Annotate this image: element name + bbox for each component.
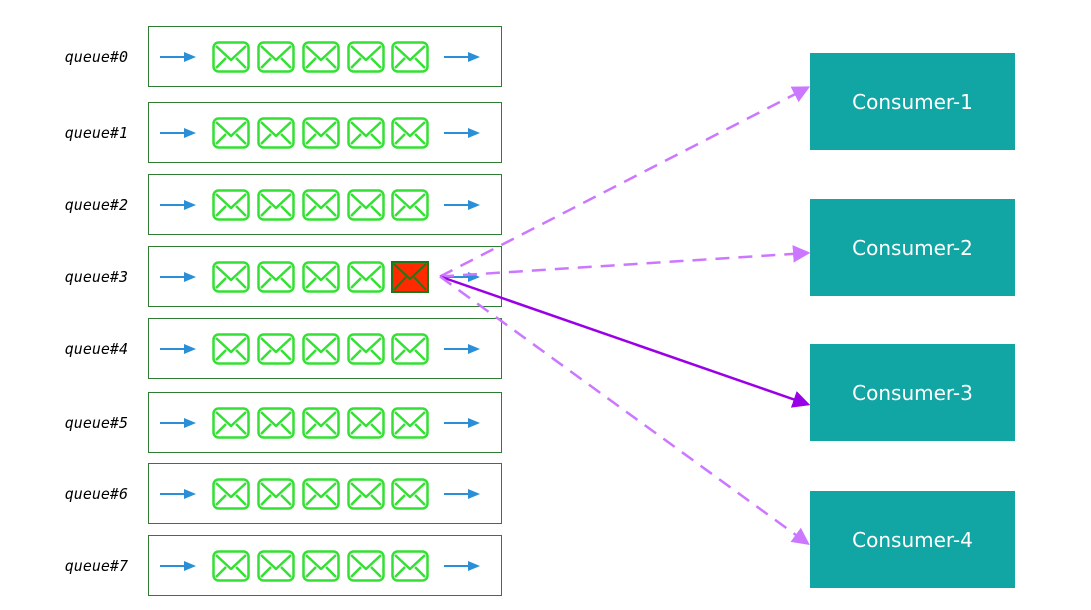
queue-label: queue#1 bbox=[64, 123, 128, 142]
arrow-right-icon bbox=[160, 127, 196, 138]
consumer-box: Consumer-1 bbox=[810, 53, 1015, 150]
arrow-right-icon bbox=[160, 343, 196, 354]
queue-label: queue#2 bbox=[64, 195, 128, 214]
dashed-link-arrow bbox=[439, 275, 810, 546]
envelope-icon bbox=[302, 332, 340, 365]
arrow-right-icon bbox=[160, 271, 196, 282]
queue-label: queue#6 bbox=[64, 484, 128, 503]
envelope-icon bbox=[302, 188, 340, 221]
envelope-icon bbox=[347, 40, 385, 73]
envelope-icon bbox=[302, 477, 340, 510]
envelope-icon bbox=[391, 188, 429, 221]
envelope-icon bbox=[302, 116, 340, 149]
envelope-icon bbox=[391, 406, 429, 439]
arrow-right-icon bbox=[444, 417, 480, 428]
envelope-icon bbox=[212, 40, 250, 73]
arrow-right-icon bbox=[160, 417, 196, 428]
envelope-icon bbox=[391, 332, 429, 365]
envelope-icon bbox=[302, 40, 340, 73]
consumer-box: Consumer-3 bbox=[810, 344, 1015, 441]
envelope-icon bbox=[212, 477, 250, 510]
queue-label: queue#3 bbox=[64, 267, 128, 286]
queue-label: queue#0 bbox=[64, 47, 128, 66]
envelope-icon bbox=[347, 116, 385, 149]
envelope-icon bbox=[212, 260, 250, 293]
envelope-icon bbox=[257, 260, 295, 293]
arrow-right-icon bbox=[444, 199, 480, 210]
envelope-icon bbox=[257, 406, 295, 439]
envelope-icon bbox=[212, 332, 250, 365]
envelope-icon bbox=[212, 188, 250, 221]
envelope-icon-highlighted bbox=[391, 260, 429, 293]
envelope-icon bbox=[257, 40, 295, 73]
envelope-icon bbox=[212, 116, 250, 149]
queue-label: queue#4 bbox=[64, 339, 128, 358]
envelope-icon bbox=[212, 406, 250, 439]
arrow-right-icon bbox=[160, 560, 196, 571]
envelope-icon bbox=[302, 260, 340, 293]
envelope-icon bbox=[391, 477, 429, 510]
arrow-right-icon bbox=[444, 560, 480, 571]
envelope-icon bbox=[257, 188, 295, 221]
envelope-icon bbox=[391, 40, 429, 73]
envelope-icon bbox=[347, 332, 385, 365]
solid-link-arrow bbox=[439, 275, 811, 408]
envelope-icon bbox=[391, 116, 429, 149]
envelope-icon bbox=[257, 332, 295, 365]
arrow-right-icon bbox=[160, 51, 196, 62]
envelope-icon bbox=[347, 549, 385, 582]
envelope-icon bbox=[347, 260, 385, 293]
envelope-icon bbox=[302, 549, 340, 582]
arrow-right-icon bbox=[444, 488, 480, 499]
arrow-right-icon bbox=[160, 199, 196, 210]
queue-label: queue#5 bbox=[64, 413, 128, 432]
envelope-icon bbox=[257, 549, 295, 582]
envelope-icon bbox=[391, 549, 429, 582]
arrow-right-icon bbox=[444, 51, 480, 62]
envelope-icon bbox=[347, 188, 385, 221]
envelope-icon bbox=[257, 116, 295, 149]
envelope-icon bbox=[302, 406, 340, 439]
arrow-right-icon bbox=[444, 343, 480, 354]
dashed-link-arrow bbox=[439, 245, 811, 278]
envelope-icon bbox=[212, 549, 250, 582]
dashed-link-arrow bbox=[439, 86, 811, 278]
consumer-box: Consumer-2 bbox=[810, 199, 1015, 296]
arrow-right-icon bbox=[444, 127, 480, 138]
consumer-box: Consumer-4 bbox=[810, 491, 1015, 588]
envelope-icon bbox=[347, 477, 385, 510]
envelope-icon bbox=[257, 477, 295, 510]
queue-label: queue#7 bbox=[64, 556, 128, 575]
arrow-right-icon bbox=[160, 488, 196, 499]
envelope-icon bbox=[347, 406, 385, 439]
